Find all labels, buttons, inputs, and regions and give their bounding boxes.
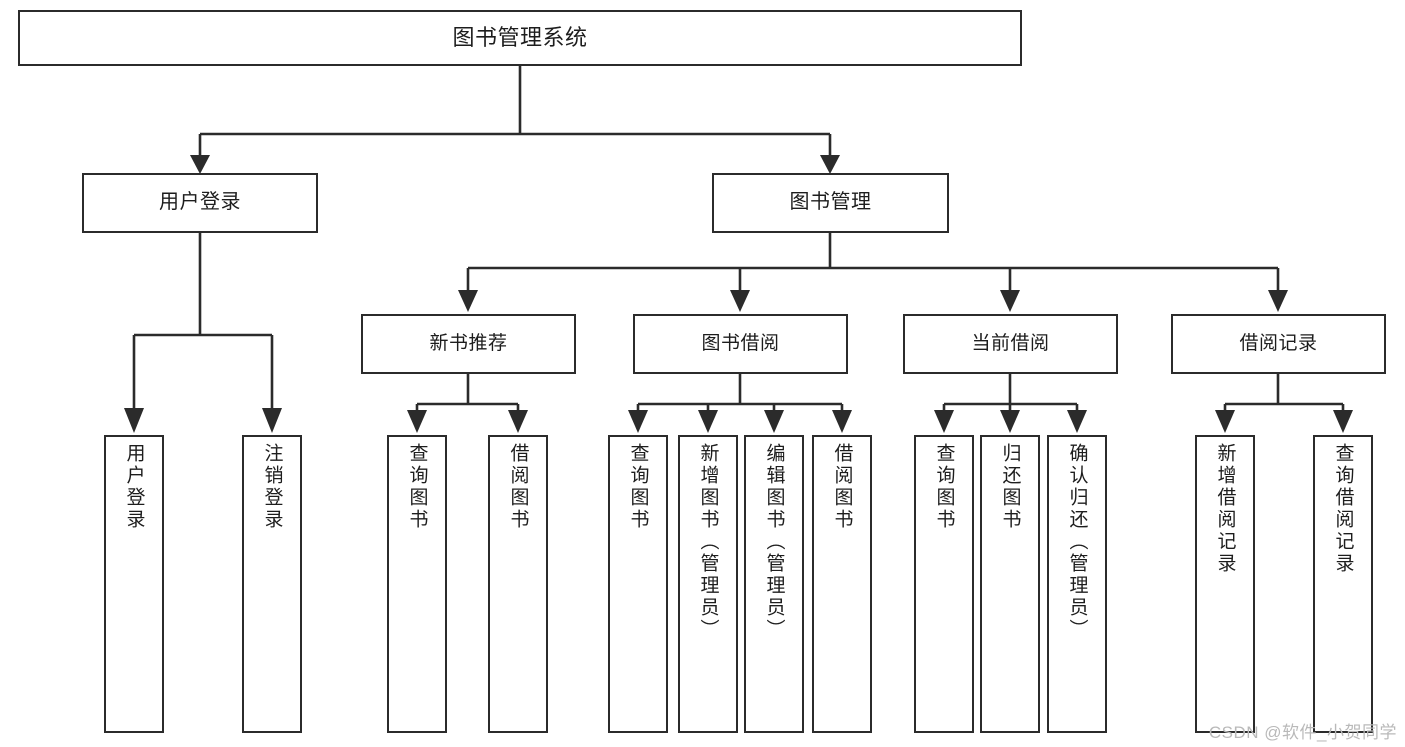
node-new-book-recommend-label: 新书推荐	[429, 332, 508, 354]
node-leaf-add-record-label: 新增借阅记录	[1214, 443, 1236, 575]
node-leaf-query-book-2[interactable]: 查询图书	[608, 435, 668, 733]
node-leaf-query-book-1[interactable]: 查询图书	[387, 435, 447, 733]
node-leaf-query-record[interactable]: 查询借阅记录	[1313, 435, 1373, 733]
node-leaf-return-book-label: 归还图书	[999, 443, 1021, 531]
arrow-current-borrow-to-leaf1	[934, 410, 954, 433]
node-leaf-add-book-label: 新增图书（管理员）	[697, 443, 719, 641]
node-leaf-query-book-2-label: 查询图书	[627, 443, 649, 531]
node-leaf-add-book[interactable]: 新增图书（管理员）	[678, 435, 738, 733]
node-leaf-borrow-book-2-label: 借阅图书	[831, 443, 853, 531]
node-book-management[interactable]: 图书管理	[712, 173, 949, 233]
node-leaf-user-login-label: 用户登录	[123, 443, 145, 531]
arrow-user-login-to-leaf2	[262, 408, 282, 433]
node-book-management-label: 图书管理	[789, 191, 872, 214]
node-root-book-management-system[interactable]: 图书管理系统	[18, 10, 1022, 66]
arrow-book-borrow-to-leaf2	[698, 410, 718, 433]
node-leaf-query-record-label: 查询借阅记录	[1332, 443, 1354, 575]
arrow-book-borrow-to-leaf3	[764, 410, 784, 433]
node-borrow-record[interactable]: 借阅记录	[1171, 314, 1386, 374]
arrow-current-borrow-to-leaf3	[1067, 410, 1087, 433]
node-leaf-borrow-book-1[interactable]: 借阅图书	[488, 435, 548, 733]
arrow-current-borrow-to-leaf2	[1000, 410, 1020, 433]
node-leaf-user-login[interactable]: 用户登录	[104, 435, 164, 733]
node-leaf-query-book-3-label: 查询图书	[933, 443, 955, 531]
node-new-book-recommend[interactable]: 新书推荐	[361, 314, 576, 374]
node-leaf-borrow-book-2[interactable]: 借阅图书	[812, 435, 872, 733]
arrow-root-to-user-login	[190, 155, 210, 174]
node-current-borrow[interactable]: 当前借阅	[903, 314, 1118, 374]
node-leaf-edit-book-label: 编辑图书（管理员）	[763, 443, 785, 641]
node-user-login[interactable]: 用户登录	[82, 173, 318, 233]
arrow-user-login-to-leaf1	[124, 408, 144, 433]
arrow-bm-to-new-book	[458, 290, 478, 312]
node-leaf-logout-login[interactable]: 注销登录	[242, 435, 302, 733]
arrow-book-borrow-to-leaf1	[628, 410, 648, 433]
node-current-borrow-label: 当前借阅	[971, 332, 1050, 354]
node-root-label: 图书管理系统	[452, 25, 588, 51]
node-leaf-query-book-1-label: 查询图书	[406, 443, 428, 531]
node-user-login-label: 用户登录	[159, 191, 241, 214]
node-leaf-edit-book[interactable]: 编辑图书（管理员）	[744, 435, 804, 733]
csdn-watermark: CSDN @软件_小贺同学	[1208, 723, 1397, 742]
arrow-bm-to-book-borrow	[730, 290, 750, 312]
arrow-new-book-to-leaf2	[508, 410, 528, 433]
node-leaf-return-book[interactable]: 归还图书	[980, 435, 1040, 733]
arrow-new-book-to-leaf1	[407, 410, 427, 433]
node-borrow-record-label: 借阅记录	[1239, 332, 1318, 354]
node-leaf-query-book-3[interactable]: 查询图书	[914, 435, 974, 733]
arrow-root-to-book-management	[820, 155, 840, 174]
node-leaf-add-record[interactable]: 新增借阅记录	[1195, 435, 1255, 733]
arrow-book-borrow-to-leaf4	[832, 410, 852, 433]
arrow-bm-to-borrow-record	[1268, 290, 1288, 312]
arrow-bm-to-current-borrow	[1000, 290, 1020, 312]
arrow-borrow-record-to-leaf1	[1215, 410, 1235, 433]
node-book-borrow[interactable]: 图书借阅	[633, 314, 848, 374]
node-book-borrow-label: 图书借阅	[701, 332, 780, 354]
node-leaf-confirm-return[interactable]: 确认归还（管理员）	[1047, 435, 1107, 733]
node-leaf-logout-login-label: 注销登录	[261, 443, 283, 531]
node-leaf-borrow-book-1-label: 借阅图书	[507, 443, 529, 531]
arrow-borrow-record-to-leaf2	[1333, 410, 1353, 433]
node-leaf-confirm-return-label: 确认归还（管理员）	[1066, 443, 1088, 641]
